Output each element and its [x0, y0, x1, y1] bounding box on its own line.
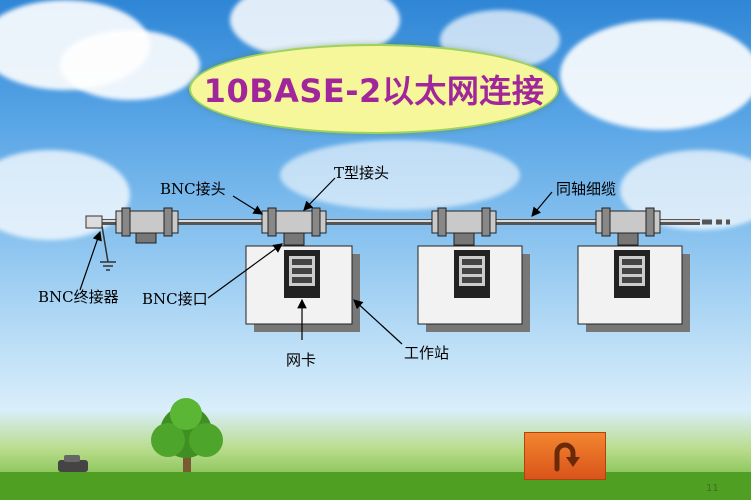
bnc-terminator	[85, 215, 116, 271]
title-banner: 10BASE-2以太网连接	[189, 44, 559, 134]
cloud	[560, 20, 751, 130]
u-turn-arrow-icon	[554, 442, 580, 472]
grass	[0, 472, 751, 500]
t-connector	[261, 207, 327, 246]
workstation	[245, 245, 360, 332]
workstation	[417, 245, 530, 332]
label-workstation: 工作站	[404, 344, 450, 362]
tree-illustration	[151, 398, 223, 476]
t-connector	[431, 207, 497, 246]
t-connector	[115, 207, 179, 244]
cloud	[60, 30, 200, 100]
label-t-connector: T型接头	[334, 164, 390, 182]
page-number: 11	[706, 483, 719, 494]
label-bnc-terminator: BNC终接器	[38, 288, 119, 306]
back-button[interactable]	[524, 432, 606, 480]
leader-arrows	[79, 177, 553, 345]
workstation	[577, 245, 690, 332]
t-connector	[595, 207, 661, 246]
page-title: 10BASE-2以太网连接	[203, 72, 545, 110]
label-bnc-connector: BNC接头	[160, 180, 226, 198]
label-bnc-port: BNC接口	[142, 290, 208, 308]
car-illustration	[58, 455, 88, 472]
cloud	[280, 140, 520, 210]
label-coax-thin: 同轴细缆	[556, 180, 617, 198]
label-nic: 网卡	[286, 351, 317, 369]
